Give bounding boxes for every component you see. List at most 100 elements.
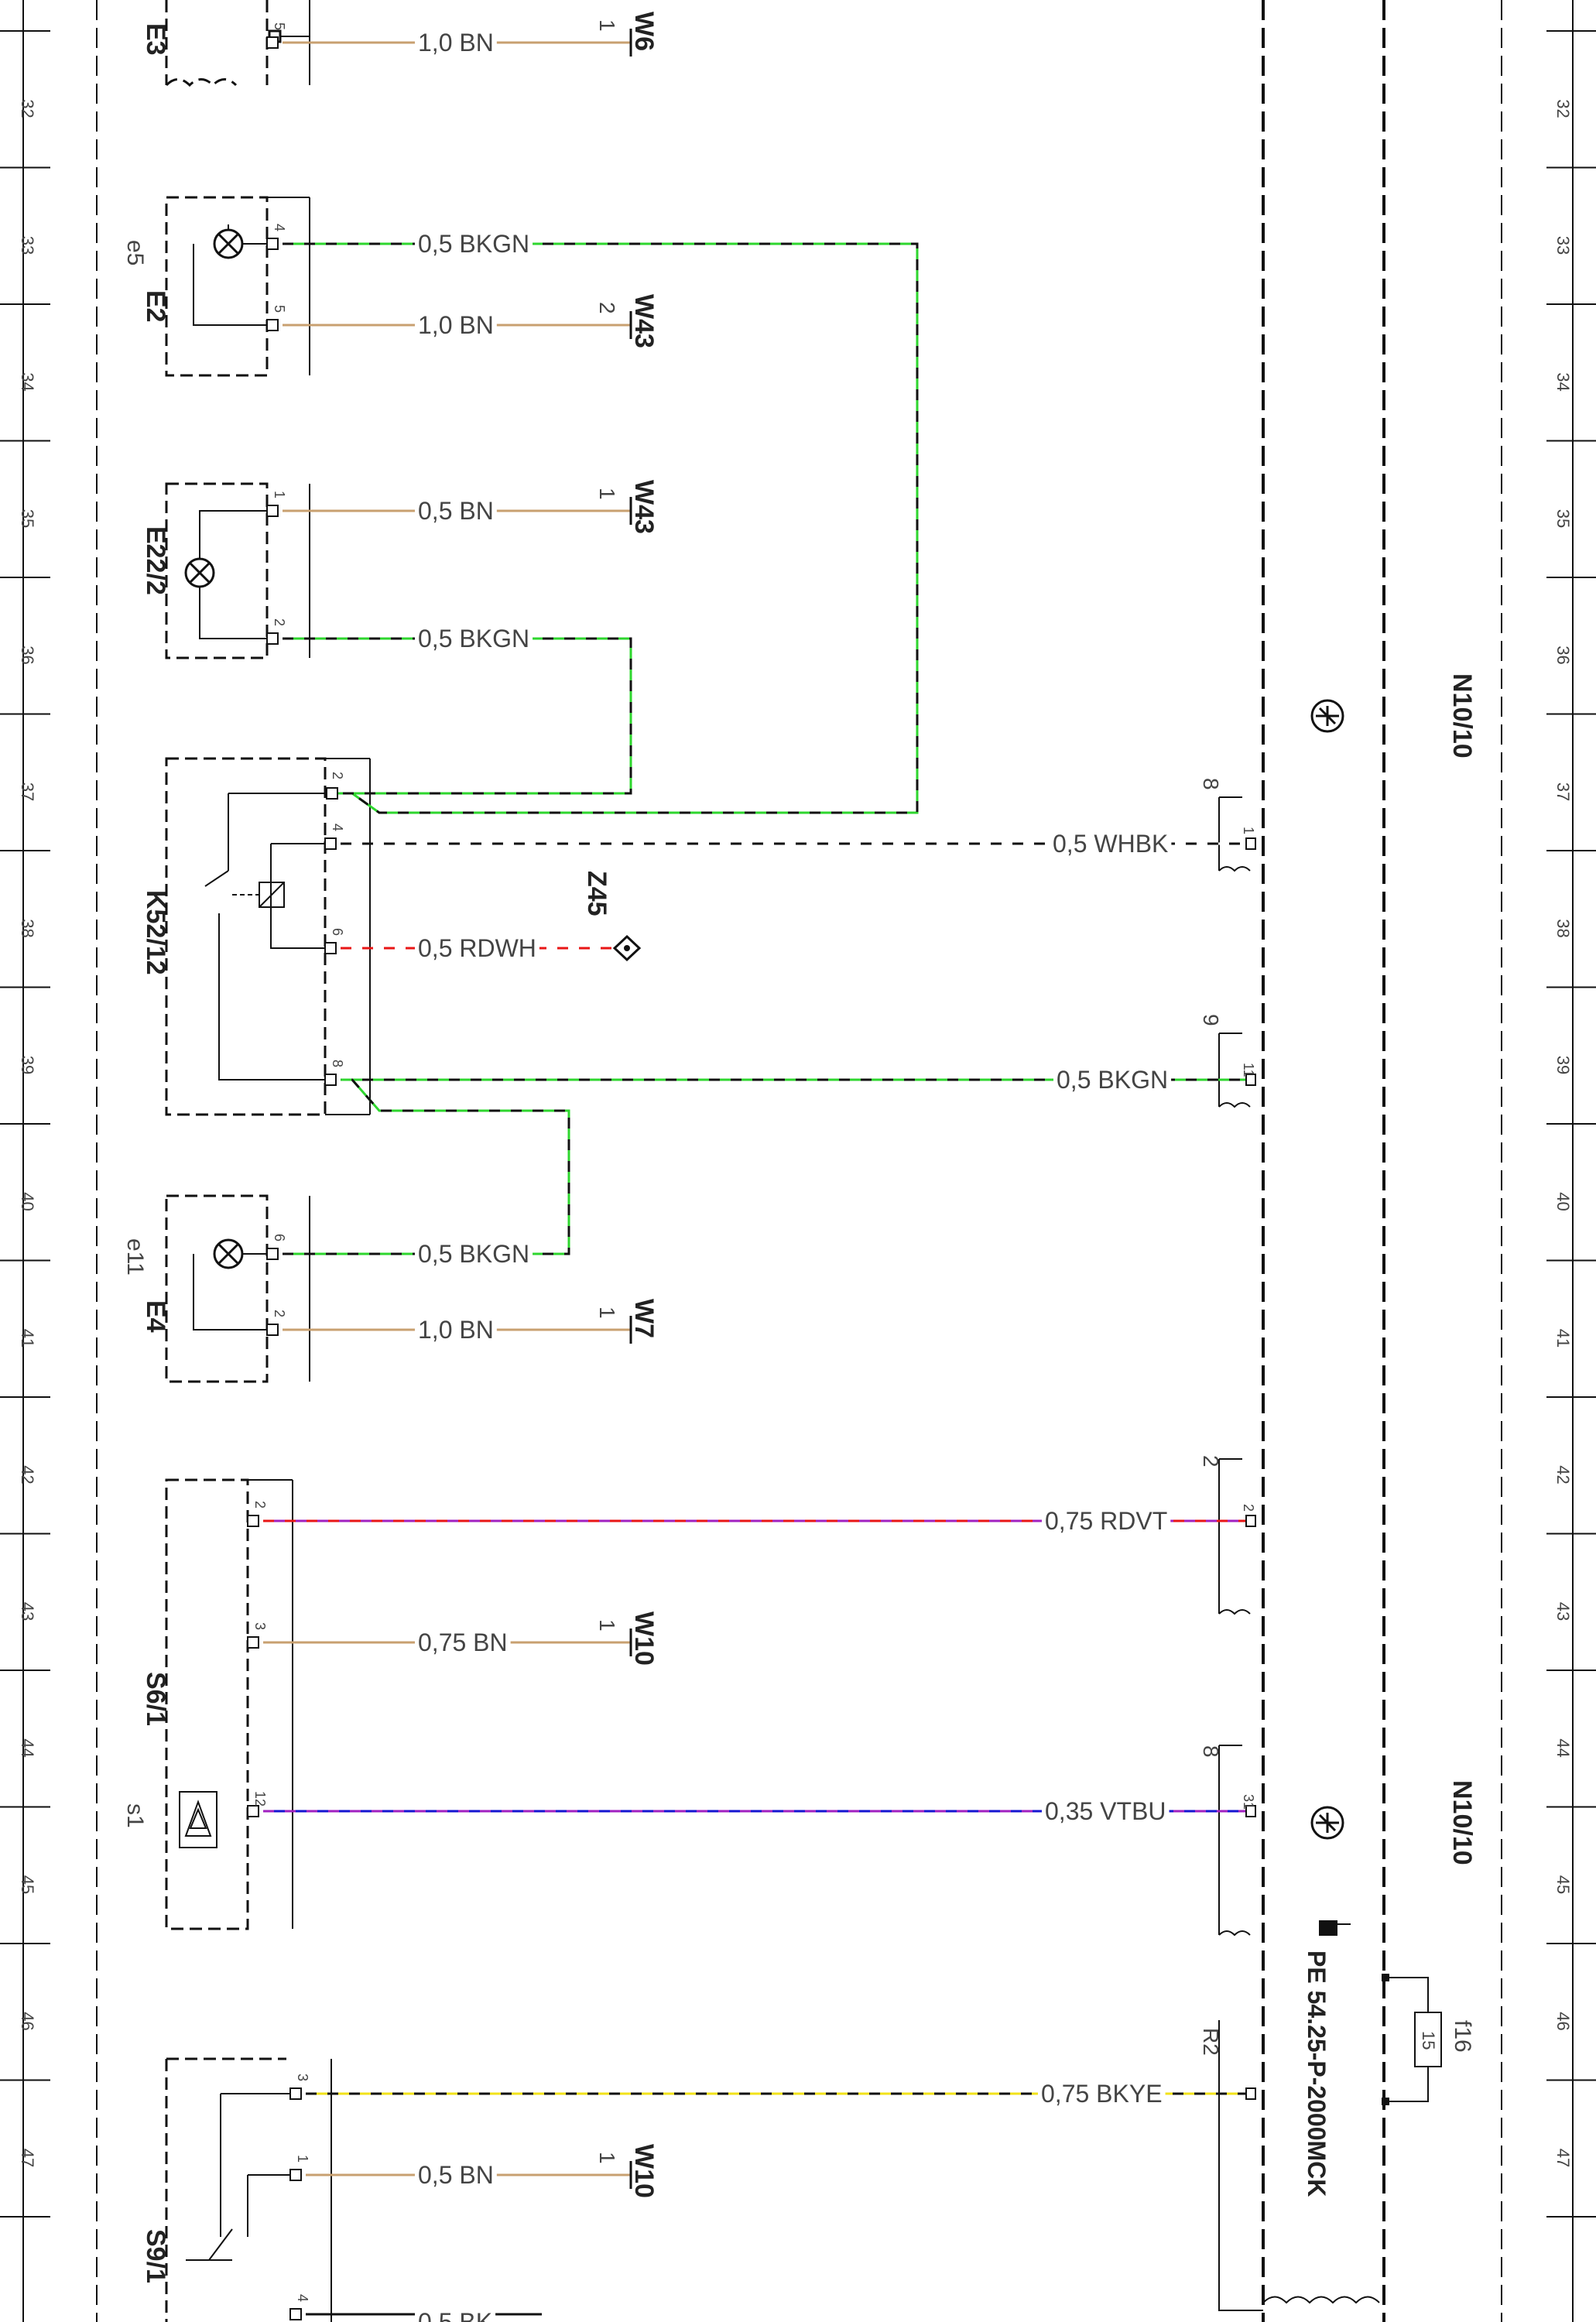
wire-label: 0,5 BKGN: [415, 1240, 533, 1268]
wire-label: 0,5 BN: [415, 2161, 497, 2189]
svg-text:0,5 BN: 0,5 BN: [418, 2161, 494, 2189]
wire-label: 1,0 BN: [415, 29, 497, 57]
ground-point-z45: Z45: [582, 871, 642, 962]
svg-text:0,5 BKGN: 0,5 BKGN: [1057, 1066, 1168, 1094]
pin-number: 6: [330, 928, 345, 936]
column-number-right: 33: [1553, 236, 1573, 255]
pin-terminal: [266, 36, 279, 49]
svg-text:1: 1: [595, 1619, 619, 1632]
connector-number: 8: [1199, 1745, 1223, 1758]
k52-12-label: K52/12: [141, 890, 170, 975]
connector-number: 8: [1199, 778, 1223, 790]
wire-label: 0,5 BKGN: [1053, 1066, 1172, 1094]
column-number-right: 44: [1553, 1738, 1573, 1757]
pin-number: 2: [330, 772, 345, 779]
column-number-left: 40: [18, 1192, 37, 1211]
svg-text:0,5 BKGN: 0,5 BKGN: [418, 230, 529, 258]
s6-1-label: S6/1: [141, 1672, 170, 1726]
connector-number: 2: [1199, 1455, 1223, 1468]
column-number-right: 40: [1553, 1192, 1573, 1211]
ground-point: W71: [595, 1299, 659, 1344]
wire-label: 0,5 BK: [415, 2308, 496, 2322]
column-number-right: 38: [1553, 919, 1573, 937]
connector-pin: 11: [1241, 1063, 1256, 1077]
transistor-symbol-upper: [1310, 699, 1344, 733]
svg-text:0,5 WHBK: 0,5 WHBK: [1053, 830, 1168, 858]
svg-text:0,75 BKYE: 0,75 BKYE: [1041, 2080, 1163, 2108]
e22-2-label: E22/2: [141, 526, 170, 595]
column-number-left: 42: [18, 1465, 37, 1484]
pin-number: 6: [272, 1234, 287, 1241]
wire-label: 0,75 BKYE: [1038, 2080, 1166, 2108]
column-number-left: 32: [18, 99, 37, 118]
n10-10-upper-label: N10/10: [1447, 673, 1477, 759]
pin-terminal: [266, 632, 279, 645]
wire-labels: 1,0 BN 0,5 BKGN 1,0 BN 0,5 BN 0,5 BKGN 0,5 WH…: [415, 29, 1172, 2322]
svg-text:W10: W10: [629, 1611, 659, 1666]
pin-number: 1: [295, 2155, 310, 2163]
connector-pin: 1: [1241, 827, 1256, 834]
column-number-right: 35: [1553, 509, 1573, 528]
connector-number: 9: [1199, 1014, 1223, 1026]
column-number-right: 32: [1553, 99, 1573, 118]
wire-label: 1,0 BN: [415, 1316, 497, 1344]
column-number-left: 39: [18, 1056, 37, 1074]
column-number-left: 35: [18, 509, 37, 528]
transistor-symbol-lower: [1310, 1806, 1344, 1840]
svg-text:0,5 BK: 0,5 BK: [418, 2308, 492, 2322]
column-number-left: 44: [18, 1738, 37, 1757]
wire-label: 0,5 BKGN: [415, 625, 533, 652]
wire-label: 0,35 VTBU: [1042, 1797, 1170, 1825]
pin-terminal: [266, 1248, 279, 1260]
page-frame: [22, 0, 1574, 2322]
wire-label: 0,5 WHBK: [1050, 830, 1172, 858]
connector-terminal: [1245, 1515, 1256, 1527]
pin-terminal: [324, 942, 337, 954]
column-number-right: 47: [1553, 2149, 1573, 2167]
pin-number: 5: [272, 305, 287, 313]
column-number-right: 42: [1553, 1465, 1573, 1484]
svg-text:0,5 BN: 0,5 BN: [418, 497, 494, 525]
column-number-left: 38: [18, 919, 37, 937]
pin-terminal: [266, 1324, 279, 1336]
svg-text:0,5 BKGN: 0,5 BKGN: [418, 625, 529, 652]
pin-terminal: [266, 238, 279, 250]
pin-terminal: [324, 837, 337, 850]
reference-label: PE 54.25-P-2000MCK: [1303, 1950, 1331, 2197]
pin-number: 2: [272, 1310, 287, 1317]
connector-terminal: [1245, 837, 1256, 850]
column-number-left: 46: [18, 2012, 37, 2030]
pin-number: 2: [272, 618, 287, 626]
fuse-f16: [1382, 1974, 1442, 2105]
column-number-right: 41: [1553, 1329, 1573, 1348]
component-s9-1: [165, 2057, 332, 2322]
svg-text:1: 1: [595, 488, 619, 500]
reference-hand-icon: [1319, 1920, 1351, 1936]
pin-number: 4: [272, 224, 287, 231]
e2-label: E2: [141, 290, 170, 323]
wire-label: 0,5 BN: [415, 497, 497, 525]
column-number-left: 37: [18, 783, 37, 801]
n10-10-lower-label: N10/10: [1447, 1780, 1477, 1865]
pin-number: 1: [272, 491, 287, 498]
column-number-right: 43: [1553, 1602, 1573, 1621]
connector-terminal: [1245, 1805, 1256, 1817]
wire-label: 0,5 BKGN: [415, 230, 533, 258]
pin-terminal: [289, 2308, 302, 2320]
pin-terminal: [247, 1636, 259, 1649]
column-number-right: 34: [1553, 372, 1573, 391]
pin-number: 4: [330, 824, 345, 831]
pin-number: 2: [252, 1501, 268, 1509]
svg-text:W10: W10: [629, 2144, 659, 2198]
column-ticks: [0, 30, 1596, 2218]
ground-point: W10 1: [595, 1611, 659, 1666]
component-e22-2: [165, 482, 310, 659]
wire-label: 1,0 BN: [415, 311, 497, 339]
svg-text:2: 2: [595, 302, 619, 314]
s6-1-sublabel: s1: [122, 1803, 148, 1828]
